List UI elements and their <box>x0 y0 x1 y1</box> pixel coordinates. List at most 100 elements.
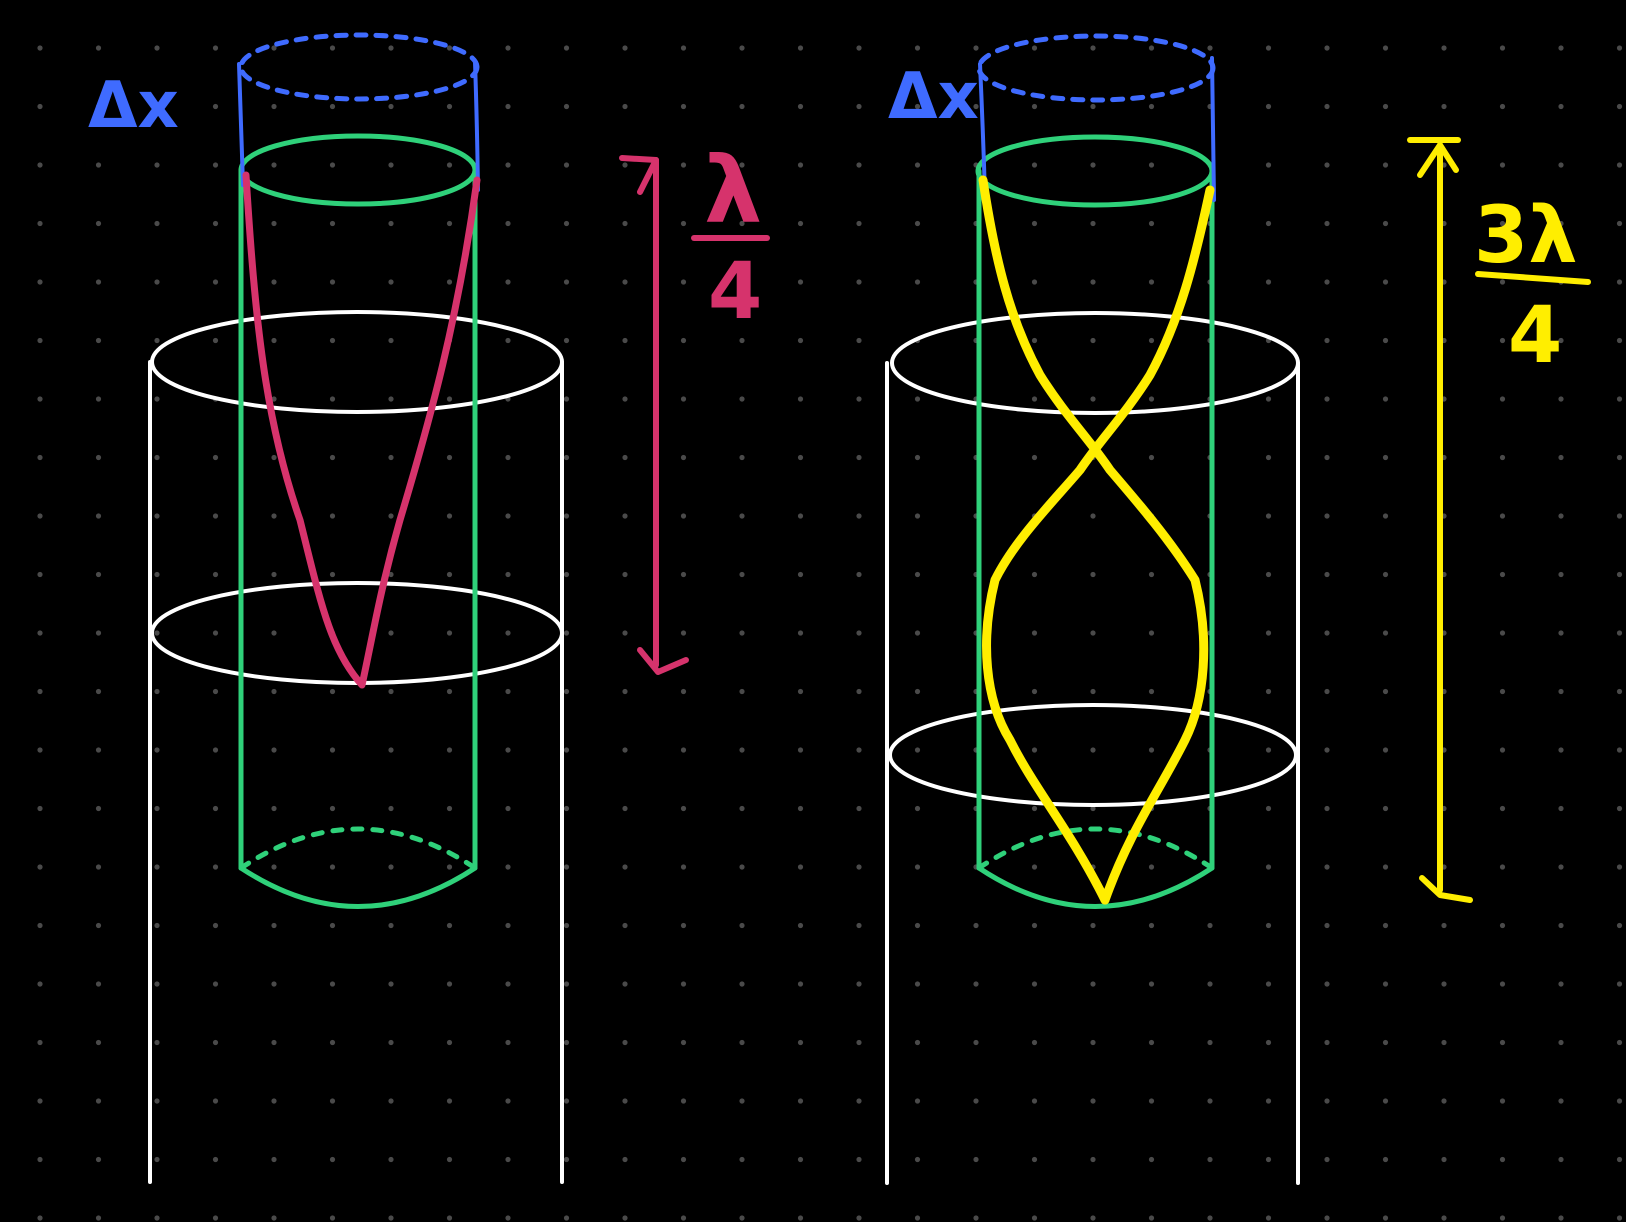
grid-dot <box>329 396 336 402</box>
grid-dot <box>1324 1098 1330 1104</box>
grid-dot <box>914 922 921 929</box>
grid-dot <box>388 396 394 402</box>
grid-dot <box>914 1156 921 1163</box>
grid-dot <box>271 396 277 402</box>
grid-dot <box>505 162 511 168</box>
grid-dot <box>622 1039 628 1046</box>
grid-dot <box>1031 279 1038 285</box>
grid-dot <box>563 630 570 636</box>
grid-dot <box>1558 688 1564 695</box>
grid-dot <box>1265 513 1272 519</box>
grid-dot <box>739 981 745 987</box>
grid-dot <box>1148 337 1155 344</box>
grid-dot <box>1382 1215 1389 1221</box>
grid-dot <box>1324 805 1330 812</box>
grid-dot <box>739 162 745 168</box>
grid-dot <box>622 571 628 578</box>
grid-dot <box>1090 1156 1096 1163</box>
grid-dot <box>37 396 43 402</box>
grid-dot <box>329 337 336 344</box>
grid-dot <box>622 981 628 987</box>
grid-dot <box>1090 981 1096 987</box>
grid-dot <box>1324 864 1330 870</box>
grid-dot <box>856 864 862 870</box>
left-outer-tube <box>148 310 564 1184</box>
grid-dot <box>973 922 979 929</box>
grid-dot <box>914 220 921 227</box>
grid-dot <box>505 1098 511 1104</box>
grid-dot <box>37 747 43 753</box>
grid-dot <box>212 1215 219 1221</box>
grid-dot <box>1558 103 1564 110</box>
grid-dot <box>388 103 394 110</box>
grid-dot <box>680 805 687 812</box>
grid-dot <box>1148 571 1155 578</box>
grid-dot <box>1090 1215 1096 1221</box>
grid-dot <box>446 1098 453 1104</box>
grid-dot <box>680 103 687 110</box>
grid-dot <box>1499 747 1506 753</box>
grid-dot <box>1499 630 1506 636</box>
grid-dot <box>37 864 43 870</box>
left-inner-tube-bottom-front-arc <box>238 865 478 909</box>
grid-dot <box>1324 1156 1330 1163</box>
grid-dot <box>563 981 570 987</box>
grid-dot <box>95 162 102 168</box>
grid-dot <box>856 1156 862 1163</box>
grid-dot <box>1148 454 1155 461</box>
grid-dot <box>271 747 277 753</box>
grid-dot <box>154 45 160 51</box>
grid-dot <box>1324 103 1330 110</box>
grid-dot <box>1382 630 1389 636</box>
grid-dot <box>388 220 394 227</box>
right-length-numerator: 3λ <box>1474 191 1578 281</box>
grid-dot <box>622 688 628 695</box>
grid-dot <box>1324 162 1330 168</box>
grid-dot <box>856 45 862 51</box>
grid-dot <box>1558 571 1564 578</box>
grid-dot <box>271 103 277 110</box>
grid-dot <box>739 688 745 695</box>
grid-dot <box>856 396 862 402</box>
grid-dot <box>797 981 804 987</box>
grid-dot <box>914 688 921 695</box>
grid-dot <box>446 688 453 695</box>
grid-dot <box>914 571 921 578</box>
grid-dot <box>1616 1098 1623 1104</box>
grid-dot <box>622 220 628 227</box>
grid-dot <box>271 922 277 929</box>
grid-dot <box>563 45 570 51</box>
grid-dot <box>446 279 453 285</box>
grid-dot <box>154 747 160 753</box>
grid-dot <box>856 571 862 578</box>
grid-dot <box>622 1215 628 1221</box>
grid-dot <box>680 1215 687 1221</box>
grid-dot <box>739 571 745 578</box>
grid-dot <box>1441 922 1447 929</box>
grid-dot <box>1324 220 1330 227</box>
grid-dot <box>95 220 102 227</box>
grid-dot <box>95 103 102 110</box>
grid-dot <box>739 45 745 51</box>
grid-dot <box>1616 1039 1623 1046</box>
grid-dot <box>95 454 102 461</box>
grid-dot <box>680 45 687 51</box>
grid-dot <box>680 396 687 402</box>
grid-dot <box>563 747 570 753</box>
grid-dot <box>271 571 277 578</box>
grid-dot <box>271 688 277 695</box>
grid-dot <box>1324 337 1330 344</box>
grid-dot <box>505 981 511 987</box>
grid-dot <box>329 45 336 51</box>
grid-dot <box>1616 688 1623 695</box>
grid-dot <box>1148 747 1155 753</box>
grid-dot <box>271 513 277 519</box>
grid-dot <box>1148 1156 1155 1163</box>
grid-dot <box>212 747 219 753</box>
grid-dot <box>1324 747 1330 753</box>
grid-dot <box>154 337 160 344</box>
grid-dot <box>329 571 336 578</box>
grid-dot <box>505 1215 511 1221</box>
grid-dot <box>856 103 862 110</box>
grid-dot <box>388 337 394 344</box>
